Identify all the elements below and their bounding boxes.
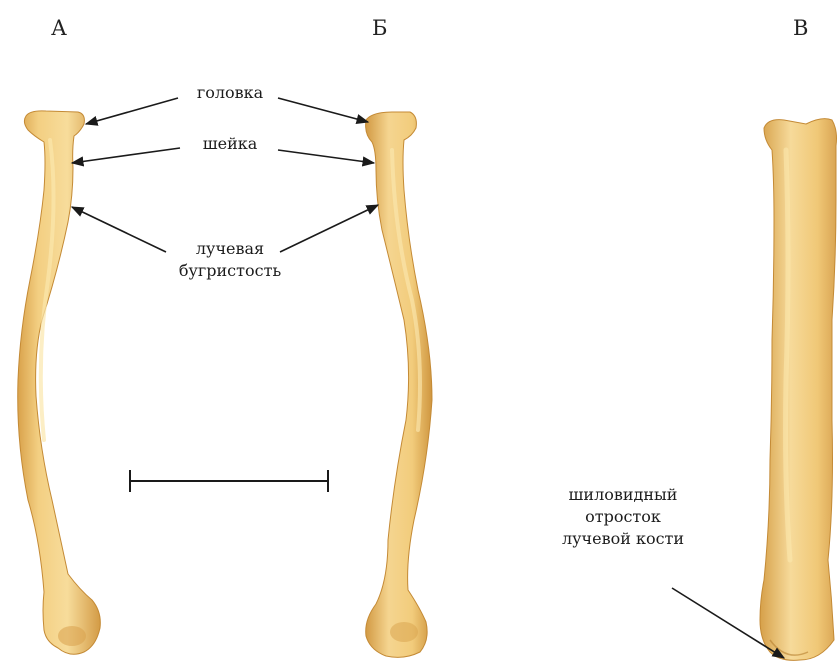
- radius-bone-a: [18, 111, 101, 654]
- panel-letter-a: А: [51, 18, 67, 39]
- arrow-head-b: [278, 98, 368, 122]
- label-tuberosity: лучевая бугристость: [160, 238, 300, 282]
- label-styloid-process: шиловидный отросток лучевой кости: [548, 484, 698, 550]
- label-styloid-line2: отросток: [548, 506, 698, 528]
- arrow-tuberosity-a: [72, 207, 166, 252]
- arrow-neck-a: [72, 148, 180, 163]
- arrow-neck-b: [278, 150, 374, 163]
- label-tuberosity-line2: бугристость: [160, 260, 300, 282]
- panel-letter-c: В: [793, 18, 808, 39]
- arrow-head-a: [86, 98, 178, 124]
- label-neck: шейка: [184, 133, 276, 155]
- label-styloid-line1: шиловидный: [548, 484, 698, 506]
- label-tuberosity-line1: лучевая: [160, 238, 300, 260]
- panel-letter-b: Б: [372, 18, 387, 39]
- scale-bar: [130, 470, 328, 492]
- radius-bone-b: [366, 112, 432, 657]
- label-head: головка: [184, 82, 276, 104]
- radius-bone-c: [760, 119, 837, 661]
- label-styloid-line3: лучевой кости: [548, 528, 698, 550]
